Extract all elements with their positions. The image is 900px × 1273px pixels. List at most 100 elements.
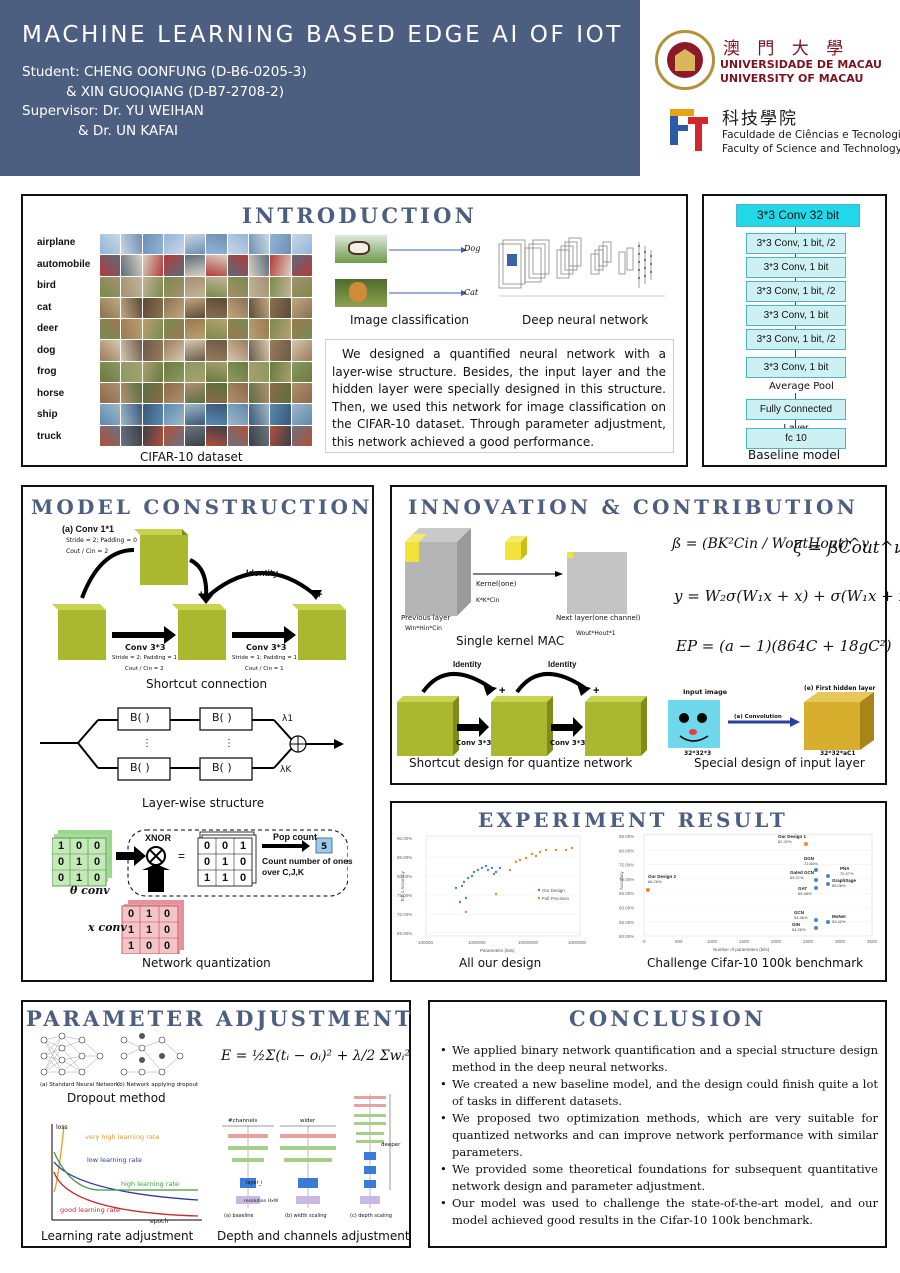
matrix-cell: 0: [57, 856, 65, 868]
legend-marker: [537, 888, 541, 892]
class-label: automobile: [37, 259, 91, 270]
lr-label-low: low learning rate: [87, 1156, 142, 1164]
matrix-cell: 0: [221, 840, 229, 852]
plot-area: [425, 835, 581, 937]
data-point: [646, 888, 650, 892]
xnor-label: XNOR: [145, 833, 172, 843]
class-label: frog: [37, 366, 57, 377]
baseline-block: Fully Connected Layer: [746, 399, 846, 434]
conv1-ratio: Cout / Cin = 2: [66, 548, 109, 555]
data-point: [814, 886, 818, 890]
intro-paragraph: We designed a quantified neural network …: [332, 347, 666, 449]
svg-text:+: +: [593, 685, 599, 697]
intro-text-frame: [325, 339, 674, 453]
data-point: [570, 846, 574, 850]
x-tick-label: 3500: [867, 939, 878, 944]
experiment-section: [390, 801, 887, 982]
b-block-label: B( ): [130, 761, 150, 774]
matrix-cell: 1: [75, 872, 83, 884]
count-number-text: Count number of ones over C,J,K: [262, 856, 353, 877]
um-chinese-name: 澳 門 大 學: [723, 39, 850, 59]
baseline-block: 3*3 Conv, 1 bit, /2: [746, 233, 846, 254]
y-tick-label: 75.00%: [397, 893, 412, 898]
channels-label: #channels: [228, 1118, 258, 1124]
y-tick-label: 85.00%: [397, 855, 412, 860]
x-tick-label: 100000: [418, 940, 434, 945]
point-value: 54.26%: [792, 927, 806, 932]
conclusion-item: We created a new baseline model, and the…: [440, 1076, 878, 1110]
data-point: [484, 864, 488, 868]
special-input-caption: Special design of input layer: [694, 756, 865, 770]
lambda-1-label: λ1: [282, 714, 294, 724]
loss-axis-label: loss: [56, 1124, 68, 1131]
x-tick-label: 1500: [739, 939, 750, 944]
conclusion-item: We proposed two optimization methods, wh…: [440, 1110, 878, 1161]
class-label: airplane: [37, 237, 76, 248]
data-point: [554, 848, 558, 852]
x-tick-label: 3000: [835, 939, 846, 944]
parameter-section: [21, 1000, 411, 1248]
matrix-cell: 0: [163, 908, 171, 920]
baseline-block: 3*3 Conv, 1 bit, /2: [746, 281, 846, 302]
point-value: 66.08%: [832, 883, 846, 888]
x-tick-label: 2000: [771, 939, 782, 944]
x-tick-label: 500: [675, 939, 683, 944]
cat-figure: [349, 282, 367, 302]
point-label: Our Design 2: [648, 874, 677, 879]
fst-english-name: Faculty of Science and Technology: [722, 143, 900, 155]
conv1-params: Stride = 2; Padding = 0: [66, 537, 137, 544]
point-value: 66.26%: [648, 879, 662, 884]
fst-chinese-name: 科技學院: [722, 109, 798, 129]
single-kernel-caption: Single kernel MAC: [456, 634, 565, 648]
y-tick-label: 65.00%: [619, 891, 634, 896]
svg-text:⋮: ⋮: [142, 738, 152, 749]
legend-label: Full Precision: [542, 896, 570, 901]
matrix-cell: 0: [93, 872, 101, 884]
data-point: [544, 848, 548, 852]
point-value: 82.32%: [778, 839, 792, 844]
fst-logo-icon: [670, 109, 708, 151]
data-point: [494, 892, 498, 896]
b-block-label: B( ): [130, 711, 150, 724]
flow-arrow: [795, 278, 796, 281]
matrix-cell: 0: [239, 856, 247, 868]
data-point: [498, 866, 502, 870]
identity-label: Identity: [246, 568, 279, 578]
baseline-block: 3*3 Conv, 1 bit, /2: [746, 329, 846, 350]
point-label: MoNet: [832, 914, 846, 919]
matrix-cell: 1: [127, 924, 135, 936]
prev-layer-dims: Win*Hin*Cin: [405, 625, 442, 632]
pop-count-value: 5: [321, 842, 328, 852]
baseline-block: fc 10: [746, 428, 846, 449]
conv3-params: Stride = 2; Padding = 1: [112, 655, 178, 661]
cat-label: Cat: [464, 288, 479, 297]
data-point: [492, 872, 496, 876]
conv1-label: (a) Conv 1*1: [62, 524, 115, 534]
x-axis-label: Parameters (bits): [480, 948, 515, 953]
cifar-image-grid: [100, 234, 312, 446]
y-tick-label: 80.00%: [619, 848, 634, 853]
matrix-cell: 0: [203, 856, 211, 868]
conclusion-item: Our model was used to challenge the stat…: [440, 1195, 878, 1229]
data-point: [458, 900, 462, 904]
point-label: GraphSage: [832, 878, 857, 883]
svg-text:+: +: [499, 685, 505, 697]
class-label: dog: [37, 345, 56, 356]
y-tick-label: 80.00%: [397, 874, 412, 879]
lr-label-very-high: very high learning rate: [85, 1133, 160, 1141]
learning-rate-chart: [51, 1124, 202, 1221]
right-scatter-chart: 85.00%80.00%75.00%70.00%65.00%60.00%55.0…: [619, 833, 878, 952]
data-point: [470, 874, 474, 878]
data-point: [804, 842, 808, 846]
conv3-ratio: Cout / Cin = 1: [245, 666, 284, 672]
x-axis-label: Number of parameters (bits): [713, 947, 770, 952]
data-point: [514, 860, 518, 864]
shortcut-connection-diagram: + +: [52, 529, 346, 660]
quantization-caption: Network quantization: [142, 956, 271, 970]
matrix-cell: 1: [75, 856, 83, 868]
point-value: 70.47%: [840, 871, 854, 876]
lambda-k-label: λK: [280, 765, 292, 775]
next-layer-dims: Wout*Hout*1: [576, 630, 616, 637]
university-seal-icon: [655, 30, 715, 90]
